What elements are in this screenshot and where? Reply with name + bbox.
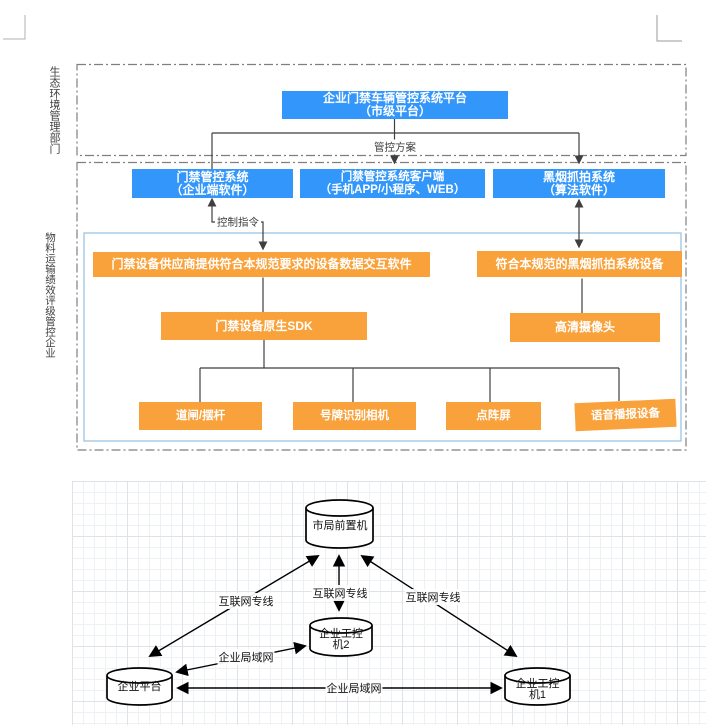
node-smoke-system: 黑烟抓拍系统 （算法软件） bbox=[493, 169, 665, 198]
page-corner-mark-left bbox=[3, 15, 26, 40]
page-corner-mark-right bbox=[656, 15, 682, 42]
node-smoke-device: 符合本规范的黑烟抓拍系统设备 bbox=[477, 251, 682, 277]
section-box-government bbox=[76, 63, 687, 157]
label-city-server: 市局前置机 bbox=[312, 520, 368, 533]
node-terminal-gate: 道闸/摆杆 bbox=[139, 402, 262, 430]
node-sdk: 门禁设备原生SDK bbox=[161, 312, 367, 340]
edge-label-internet-2: 互联网专线 bbox=[311, 585, 369, 601]
node-hd-camera: 高清摄像头 bbox=[510, 313, 660, 342]
node-vendor-software: 门禁设备供应商提供符合本规范要求的设备数据交互软件 bbox=[93, 252, 430, 277]
edge-label-lan-2: 企业局域网 bbox=[325, 680, 383, 696]
edge-label-lan-1: 企业局域网 bbox=[217, 649, 275, 665]
network-nodes bbox=[106, 499, 571, 706]
node-terminal-led: 点阵屏 bbox=[446, 402, 541, 430]
node-terminal-plate-camera: 号牌识别相机 bbox=[293, 402, 416, 430]
edge-city-to-ipc1 bbox=[360, 554, 518, 658]
edge-label-internet-1: 互联网专线 bbox=[217, 593, 275, 609]
node-access-system: 门禁管控系统 （企业端软件） bbox=[132, 169, 293, 198]
edge-label-internet-3: 互联网专线 bbox=[404, 589, 462, 605]
section-label-government: 生态环境管理部门 bbox=[48, 66, 60, 154]
cylinder-city-server bbox=[305, 499, 374, 549]
edge-label-control-plan: 管控方案 bbox=[372, 139, 418, 155]
label-ipc1: 企业工控 机1 bbox=[515, 677, 560, 701]
section-label-enterprise: 物料运输绩效评级管控企业 bbox=[44, 232, 56, 358]
label-platform: 企业平台 bbox=[117, 681, 162, 694]
edge-label-control-command: 控制指令 bbox=[215, 214, 261, 230]
cylinder-ipc2 bbox=[309, 617, 373, 657]
cylinder-ipc1 bbox=[504, 667, 571, 706]
section-box-enterprise bbox=[76, 161, 687, 451]
label-ipc2: 企业工控 机2 bbox=[319, 627, 363, 651]
node-client-system: 门禁管控系统客户端 （手机APP/小程序、WEB） bbox=[300, 169, 485, 198]
node-platform: 企业门禁车辆管控系统平台 （市级平台） bbox=[282, 91, 508, 119]
node-terminal-voice: 语音播报设备 bbox=[574, 398, 677, 432]
cylinder-platform bbox=[106, 667, 173, 706]
